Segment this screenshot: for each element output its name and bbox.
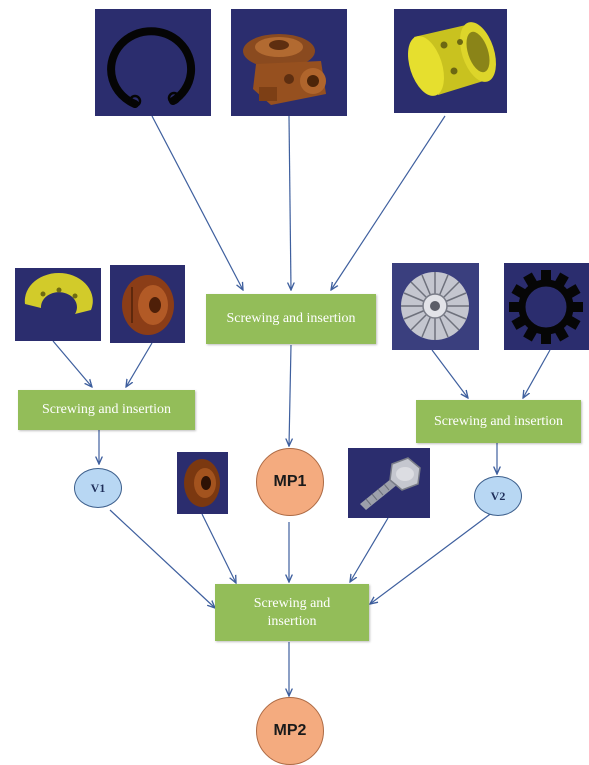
process-label-center: Screwing and insertion	[226, 311, 356, 326]
part-ventilated-disc-image	[392, 263, 479, 350]
node-v2: V2	[474, 476, 522, 516]
arrow-toothed-to-proc-right	[523, 349, 551, 398]
disc-icon	[392, 263, 479, 350]
process-label-final-line2: insertion	[267, 613, 317, 629]
node-mp1-label: MP1	[273, 473, 307, 490]
housing-icon	[243, 34, 326, 105]
part-toothed-ring-image	[504, 263, 589, 350]
arrow-circlip-to-proc-center	[151, 115, 243, 290]
arrow-halfring-to-proc-left	[52, 340, 92, 387]
part-circlip-image	[95, 9, 211, 116]
node-v1-label: V1	[90, 480, 106, 495]
process-box-center: Screwing and insertion	[206, 294, 376, 344]
sleeve-icon	[408, 22, 496, 96]
node-v2-label: V2	[490, 488, 506, 503]
arrow-hub-to-proc-left	[126, 342, 153, 387]
bolt-icon	[360, 457, 421, 510]
part-sleeve-image	[394, 9, 507, 113]
half-ring-icon	[24, 272, 93, 314]
retaining-ring-icon	[107, 27, 196, 108]
node-mp2-label: MP2	[273, 722, 307, 739]
node-v1: V1	[74, 468, 122, 508]
process-box-left: Screwing and insertion	[18, 390, 195, 430]
part-housing-image	[231, 9, 347, 116]
toothed-ring-icon	[509, 270, 583, 344]
part-bolt-image	[348, 448, 430, 518]
node-mp2: MP2	[256, 697, 324, 765]
arrow-proc-center-to-mp1	[289, 344, 291, 446]
arrow-v2-to-final	[370, 511, 494, 604]
arrow-disc-to-proc-right	[431, 349, 468, 398]
node-mp1: MP1	[256, 448, 324, 516]
gear-tooth	[541, 270, 551, 282]
part-half-ring-image	[15, 268, 101, 341]
hub-icon	[122, 275, 174, 335]
process-label-left: Screwing and insertion	[41, 402, 172, 417]
arrow-washer-to-final	[201, 513, 236, 583]
process-label-right: Screwing and insertion	[433, 413, 564, 429]
gear-tooth	[509, 302, 521, 312]
part-hub-image	[110, 265, 185, 343]
arrow-housing-to-proc-center	[289, 115, 291, 290]
process-box-right: Screwing and insertion	[416, 400, 581, 443]
gear-tooth	[541, 332, 551, 344]
gear-tooth	[571, 302, 583, 312]
process-box-final: Screwing and insertion	[215, 584, 369, 641]
arrow-sleeve-to-proc-center	[331, 115, 446, 290]
arrow-v1-to-final	[109, 509, 215, 608]
arrow-bolt-to-final	[350, 517, 389, 582]
process-label-final-line1: Screwing and	[253, 595, 331, 611]
part-washer-image	[177, 452, 228, 514]
washer-icon	[184, 459, 220, 507]
